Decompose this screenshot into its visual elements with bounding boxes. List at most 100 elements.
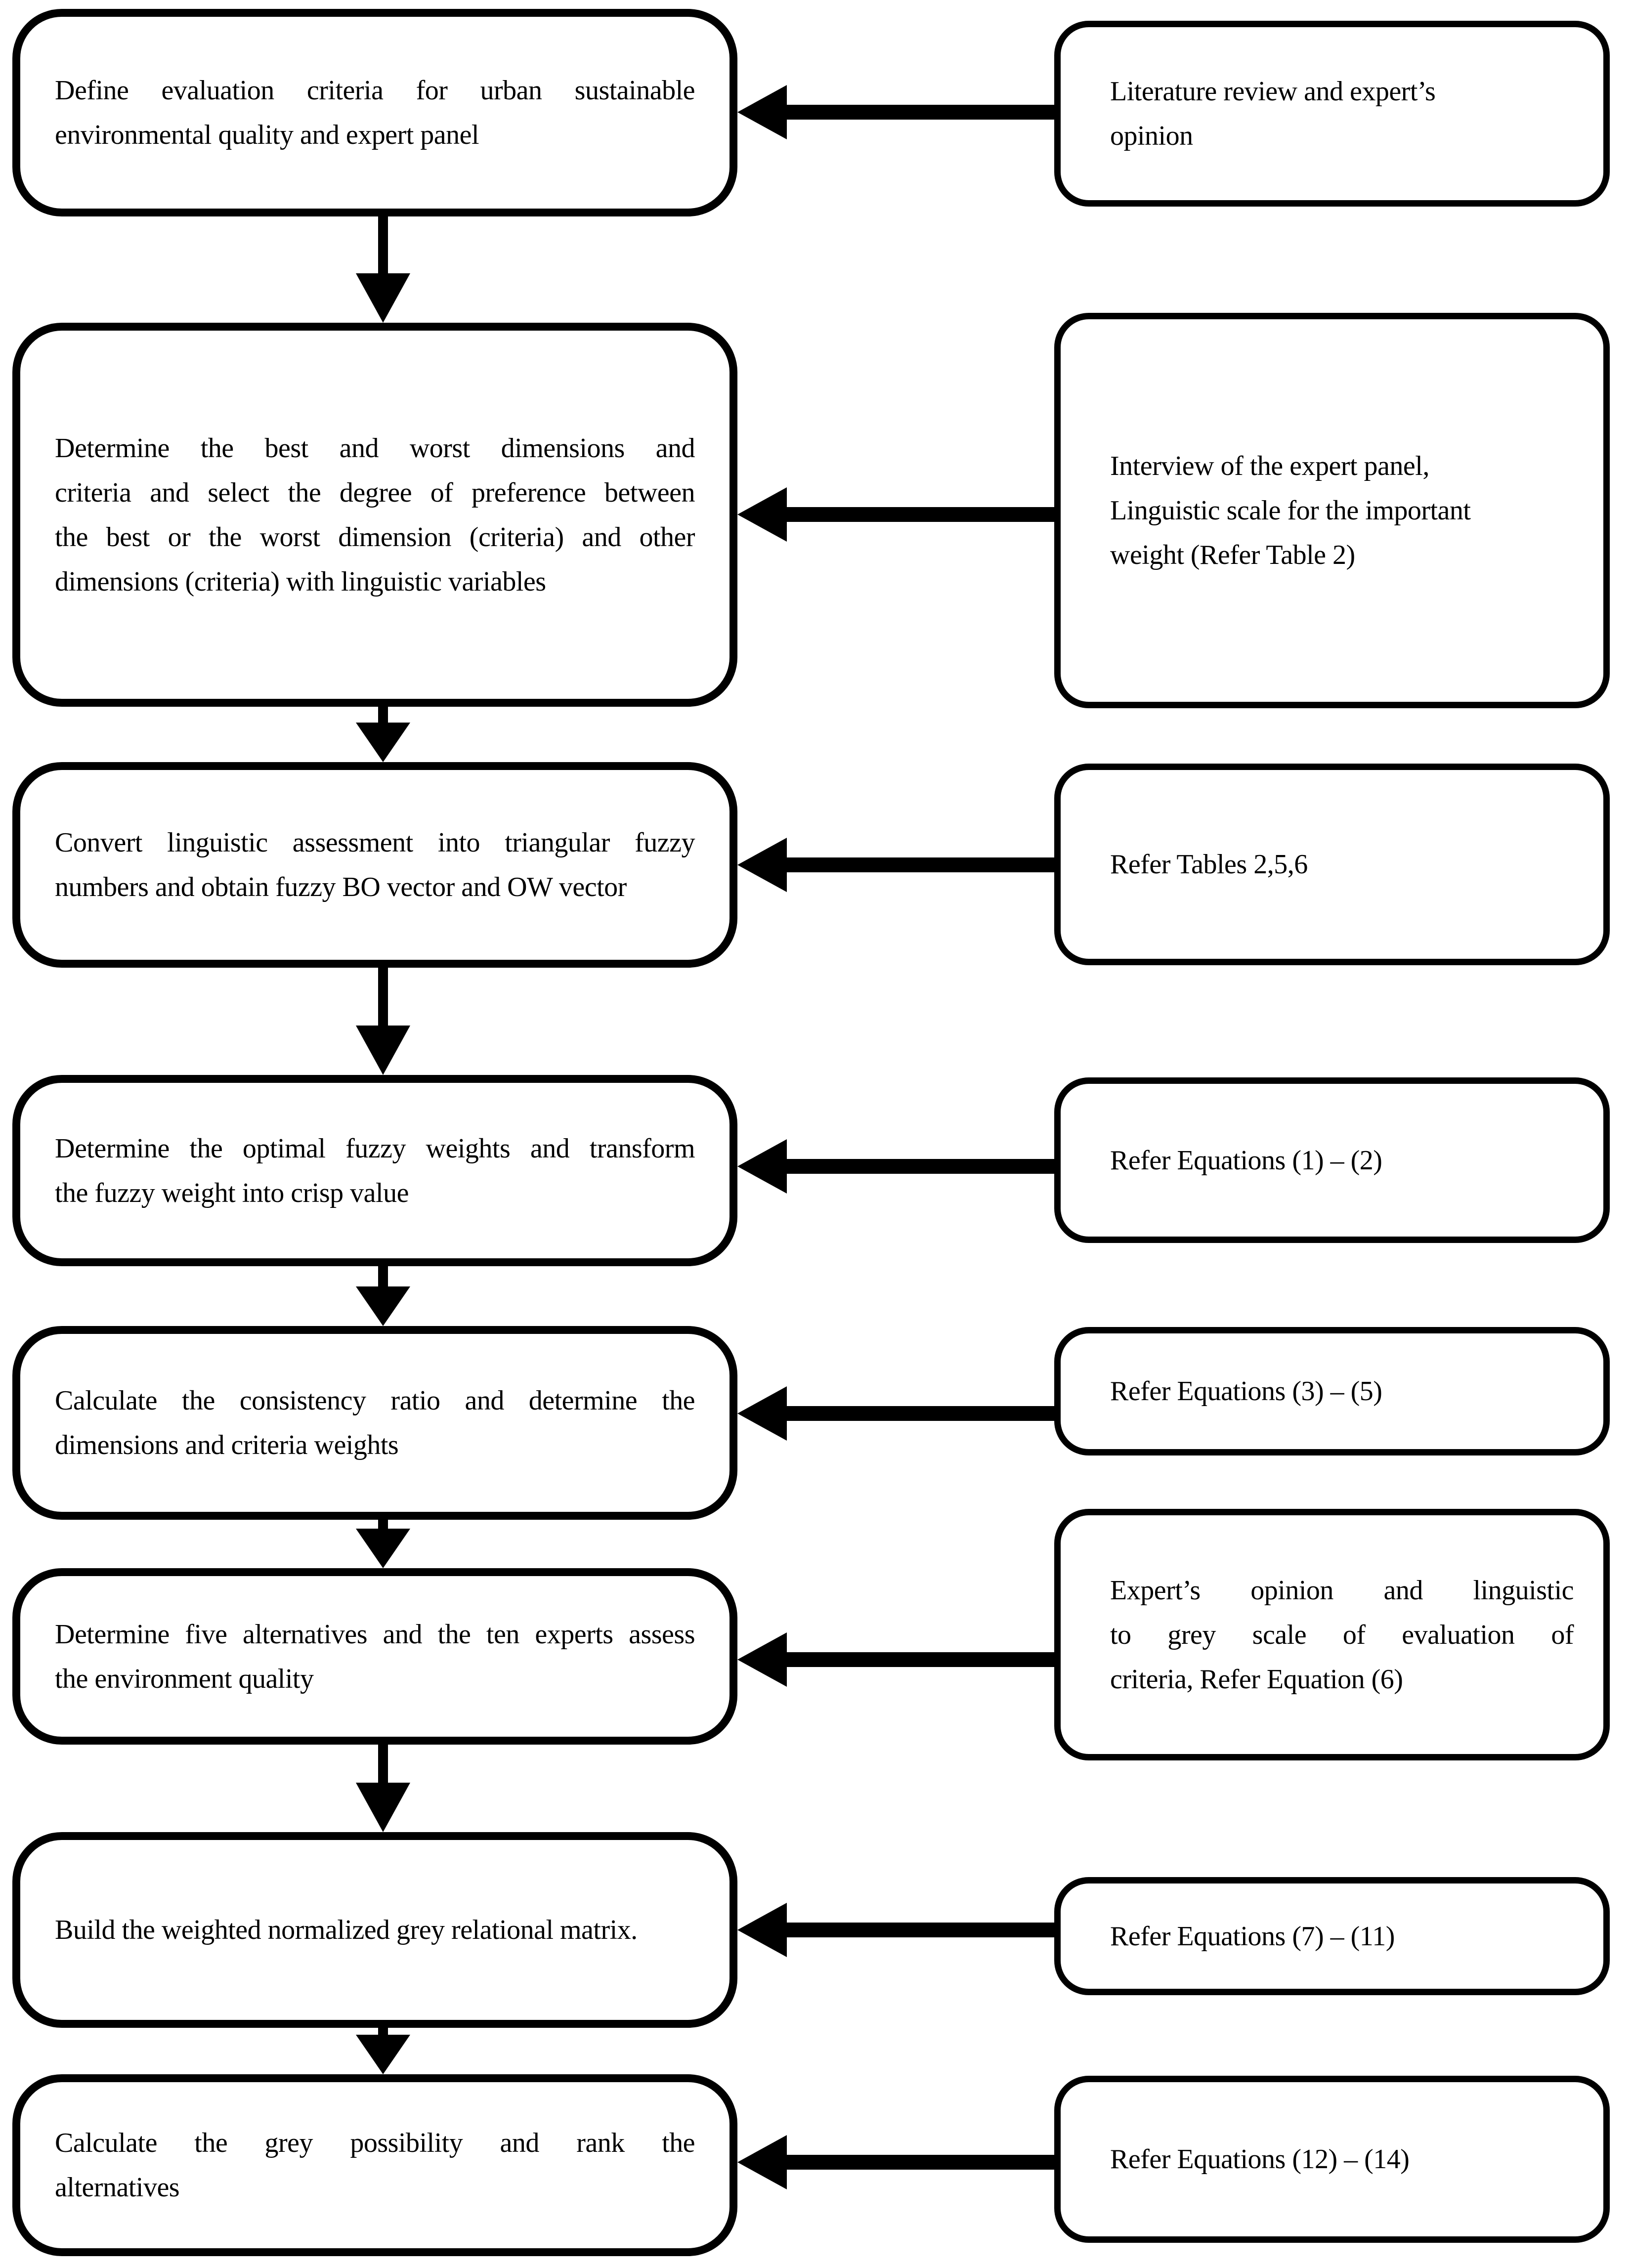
arrow-shaft (787, 507, 1054, 522)
step-box-8: Calculate the grey possibility and rank … (12, 2074, 737, 2256)
arrow-shaft (378, 216, 388, 273)
left-arrow-6 (737, 1632, 1054, 1687)
left-arrow-7 (737, 1903, 1054, 1957)
source-box-5-text: Refer Equations (3) – (5) (1110, 1369, 1574, 1413)
arrow-head-icon (356, 1286, 410, 1326)
text-line: Refer Tables 2,5,6 (1110, 849, 1308, 880)
text-line: weight (Refer Table 2) (1110, 540, 1355, 570)
arrow-head-icon (356, 723, 410, 762)
step-box-6: Determine five alternatives and the ten … (12, 1568, 737, 1745)
step-box-1: Define evaluation criteria for urban sus… (12, 9, 737, 216)
text-line: the environment quality (55, 1663, 314, 1694)
text-line: Expert’s opinion and linguistic (1110, 1575, 1574, 1606)
arrow-shaft (787, 1923, 1054, 1937)
down-arrow-6 (356, 1745, 410, 1832)
step-box-7: Build the weighted normalized grey relat… (12, 1832, 737, 2028)
source-box-2: Interview of the expert panel,Linguistic… (1054, 313, 1610, 708)
arrow-head-icon (737, 1903, 787, 1957)
step-box-3: Convert linguistic assessment into trian… (12, 762, 737, 968)
arrow-head-icon (737, 85, 787, 139)
arrow-head-icon (737, 487, 787, 542)
text-line: Calculate the grey possibility and rank … (55, 2128, 695, 2158)
step-box-3-text: Convert linguistic assessment into trian… (55, 820, 695, 909)
step-box-2-text: Determine the best and worst dimensions … (55, 426, 695, 604)
source-box-6-text: Expert’s opinion and linguistic to grey s… (1110, 1568, 1574, 1702)
text-line: the fuzzy weight into crisp value (55, 1177, 409, 1208)
source-box-5: Refer Equations (3) – (5) (1054, 1327, 1610, 1455)
left-arrow-8 (737, 2135, 1054, 2189)
arrow-shaft (787, 1406, 1054, 1421)
down-arrow-2 (356, 707, 410, 762)
arrow-shaft (378, 1266, 388, 1286)
text-line: Determine five alternatives and the ten … (55, 1619, 695, 1650)
text-line: Refer Equations (3) – (5) (1110, 1376, 1382, 1407)
arrow-head-icon (737, 838, 787, 892)
text-line: alternatives (55, 2172, 180, 2203)
source-box-3: Refer Tables 2,5,6 (1054, 764, 1610, 965)
source-box-4: Refer Equations (1) – (2) (1054, 1077, 1610, 1243)
text-line: dimensions (criteria) with linguistic va… (55, 566, 546, 597)
source-box-7-text: Refer Equations (7) – (11) (1110, 1914, 1574, 1959)
source-box-4-text: Refer Equations (1) – (2) (1110, 1138, 1574, 1183)
text-line: Refer Equations (1) – (2) (1110, 1145, 1382, 1176)
text-line: Convert linguistic assessment into trian… (55, 827, 695, 858)
text-line: Define evaluation criteria for urban sus… (55, 75, 695, 106)
arrow-head-icon (356, 1529, 410, 1568)
arrow-shaft (378, 1745, 388, 1783)
text-line: environmental quality and expert panel (55, 120, 479, 150)
step-box-4-text: Determine the optimal fuzzy weights and … (55, 1126, 695, 1215)
text-line: Build the weighted normalized grey relat… (55, 1915, 638, 1945)
text-line: criteria and select the degree of prefer… (55, 477, 695, 508)
arrow-shaft (378, 707, 388, 723)
text-line: Calculate the consistency ratio and dete… (55, 1385, 695, 1416)
text-line: numbers and obtain fuzzy BO vector and O… (55, 872, 627, 902)
source-box-8-text: Refer Equations (12) – (14) (1110, 2137, 1574, 2182)
source-box-1-text: Literature review and expert’s opinion (1110, 69, 1574, 158)
down-arrow-1 (356, 216, 410, 323)
down-arrow-7 (356, 2028, 410, 2074)
source-box-6: Expert’s opinion and linguistic to grey s… (1054, 1509, 1610, 1760)
step-box-4: Determine the optimal fuzzy weights and … (12, 1075, 737, 1266)
down-arrow-3 (356, 968, 410, 1075)
arrow-head-icon (737, 1386, 787, 1441)
text-line: opinion (1110, 121, 1193, 151)
text-line: to grey scale of evaluation of (1110, 1619, 1574, 1650)
arrow-shaft (787, 1159, 1054, 1174)
text-line: Determine the optimal fuzzy weights and … (55, 1133, 695, 1164)
left-arrow-2 (737, 487, 1054, 542)
text-line: dimensions and criteria weights (55, 1430, 399, 1460)
arrow-head-icon (356, 273, 410, 323)
text-line: Refer Equations (7) – (11) (1110, 1921, 1395, 1952)
arrow-shaft (378, 968, 388, 1026)
left-arrow-1 (737, 85, 1054, 139)
text-line: Literature review and expert’s (1110, 76, 1436, 107)
step-box-5: Calculate the consistency ratio and dete… (12, 1326, 737, 1520)
text-line: Interview of the expert panel, (1110, 451, 1429, 481)
step-box-8-text: Calculate the grey possibility and rank … (55, 2121, 695, 2210)
text-line: criteria, Refer Equation (6) (1110, 1664, 1403, 1695)
arrow-head-icon (737, 1139, 787, 1194)
arrow-head-icon (737, 2135, 787, 2189)
source-box-3-text: Refer Tables 2,5,6 (1110, 842, 1574, 887)
left-arrow-5 (737, 1386, 1054, 1441)
arrow-shaft (378, 1520, 388, 1529)
left-arrow-4 (737, 1139, 1054, 1194)
down-arrow-5 (356, 1520, 410, 1568)
text-line: Determine the best and worst dimensions … (55, 432, 695, 464)
step-box-1-text: Define evaluation criteria for urban sus… (55, 68, 695, 157)
source-box-8: Refer Equations (12) – (14) (1054, 2076, 1610, 2243)
arrow-shaft (787, 2155, 1054, 2170)
arrow-shaft (378, 2028, 388, 2035)
arrow-shaft (787, 105, 1054, 120)
arrow-shaft (787, 857, 1054, 872)
arrow-head-icon (356, 1026, 410, 1075)
source-box-1: Literature review and expert’s opinion (1054, 21, 1610, 207)
source-box-7: Refer Equations (7) – (11) (1054, 1877, 1610, 1995)
arrow-head-icon (356, 1783, 410, 1832)
step-box-6-text: Determine five alternatives and the ten … (55, 1612, 695, 1701)
arrow-head-icon (356, 2035, 410, 2074)
step-box-2: Determine the best and worst dimensions … (12, 323, 737, 707)
step-box-7-text: Build the weighted normalized grey relat… (55, 1908, 695, 1952)
text-line: the best or the worst dimension (criteri… (55, 521, 695, 553)
